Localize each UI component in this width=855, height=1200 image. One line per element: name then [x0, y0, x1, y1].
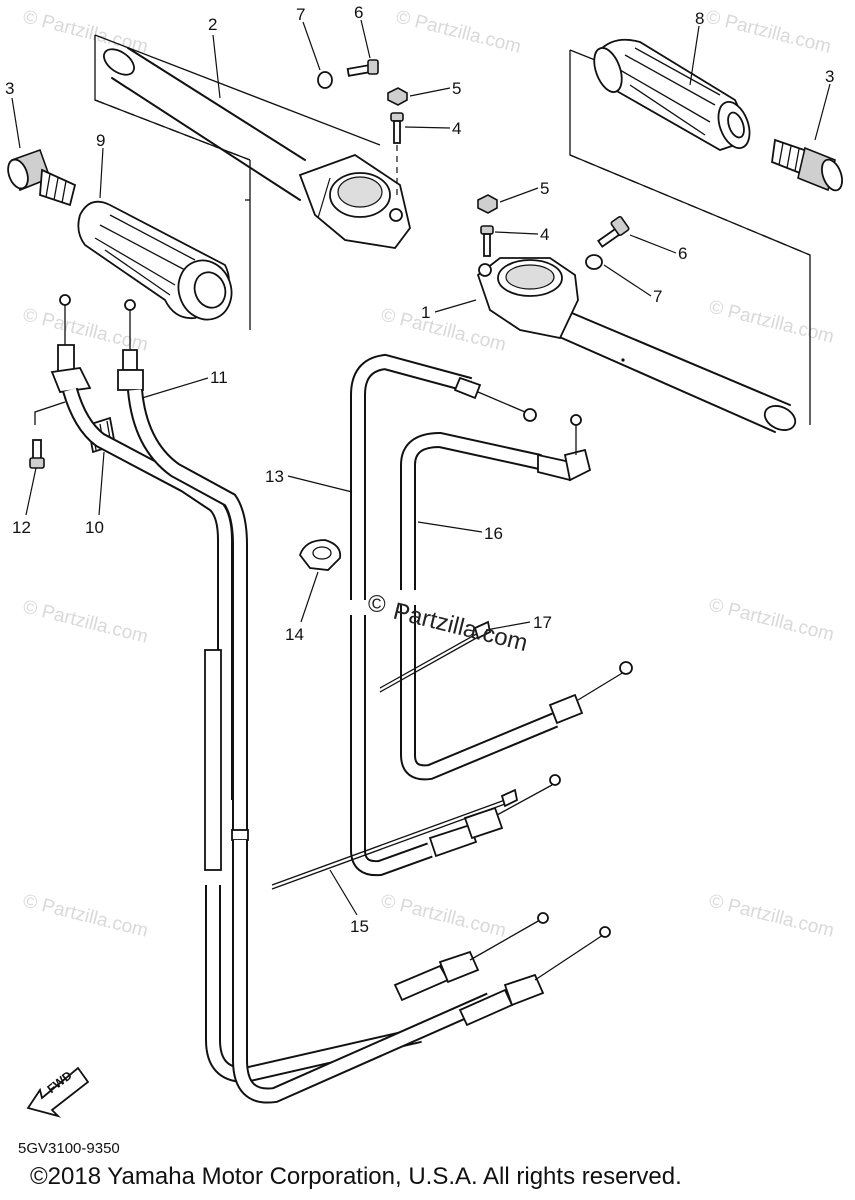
- callout-3-left: 3: [5, 79, 14, 98]
- nut-5-lower: [477, 194, 498, 214]
- callout-4-upper: 4: [452, 119, 461, 138]
- watermark: © Partzilla.com: [394, 6, 523, 57]
- washer-7-upper: [317, 71, 333, 89]
- watermark: © Partzilla.com: [379, 304, 508, 355]
- callout-4-lower: 4: [540, 225, 549, 244]
- bolt-4-upper: [390, 112, 404, 200]
- watermark: © Partzilla.com: [21, 890, 150, 941]
- callout-11: 11: [210, 368, 228, 387]
- watermark: © Partzilla.com: [379, 890, 508, 941]
- cable-tie-15: [271, 788, 519, 890]
- callout-14: 14: [285, 625, 304, 644]
- watermark: © Partzilla.com: [704, 6, 833, 57]
- cable-holder-14: [298, 539, 342, 571]
- watermark: © Partzilla.com: [21, 596, 150, 647]
- bolt-4-lower: [480, 225, 494, 257]
- callout-13: 13: [265, 467, 284, 486]
- callout-2: 2: [208, 15, 217, 34]
- callout-7-upper: 7: [296, 5, 305, 24]
- handlebar-left: [94, 34, 411, 330]
- callout-1: 1: [421, 303, 430, 322]
- callout-17: 17: [533, 613, 552, 632]
- bolt-6-upper: [346, 59, 379, 77]
- callout-12: 12: [12, 518, 31, 537]
- callout-3-right: 3: [825, 67, 834, 86]
- clutch-cable: [350, 353, 561, 877]
- washer-7-lower: [585, 254, 603, 270]
- end-weight-right: [771, 138, 843, 192]
- callout-5-lower: 5: [540, 179, 549, 198]
- callout-numbers: 2 7 6 5 4 3 9 8 3 5 4 6 7 1 11 10 12 13 …: [5, 3, 834, 936]
- grip-right: [593, 38, 751, 151]
- callout-6-lower: 6: [678, 244, 687, 263]
- grip-left: [77, 200, 233, 321]
- callout-7-lower: 7: [653, 287, 662, 306]
- callout-6-upper: 6: [354, 3, 363, 22]
- watermark: © Partzilla.com: [707, 296, 836, 347]
- watermark-symbol: ©: [368, 591, 386, 618]
- watermark: © Partzilla.com: [707, 594, 836, 645]
- cable-16: [400, 414, 633, 781]
- copyright-notice: ©2018 Yamaha Motor Corporation, U.S.A. A…: [30, 1163, 682, 1190]
- bolt-6-lower: [597, 215, 630, 248]
- callout-9: 9: [96, 131, 105, 150]
- cable-tie-17: [379, 620, 492, 693]
- end-weight-left: [7, 148, 77, 207]
- watermark: © Partzilla.com: [21, 304, 150, 355]
- watermark: © Partzilla.com: [707, 890, 836, 941]
- callout-5-upper: 5: [452, 79, 461, 98]
- callout-8: 8: [695, 9, 704, 28]
- center-watermark: © Partzilla.com: [368, 591, 530, 657]
- callout-15: 15: [350, 917, 369, 936]
- callout-10: 10: [85, 518, 104, 537]
- nut-5-upper: [387, 87, 408, 106]
- callout-16: 16: [484, 524, 503, 543]
- fwd-arrow: FWD: [26, 1066, 90, 1118]
- leader-lines: [11, 19, 831, 916]
- bolt-12: [29, 439, 45, 469]
- diagram-code: 5GV3100-9350: [18, 1140, 120, 1157]
- throttle-cable-assembly: [34, 294, 611, 1104]
- handlebar-right: [476, 49, 811, 433]
